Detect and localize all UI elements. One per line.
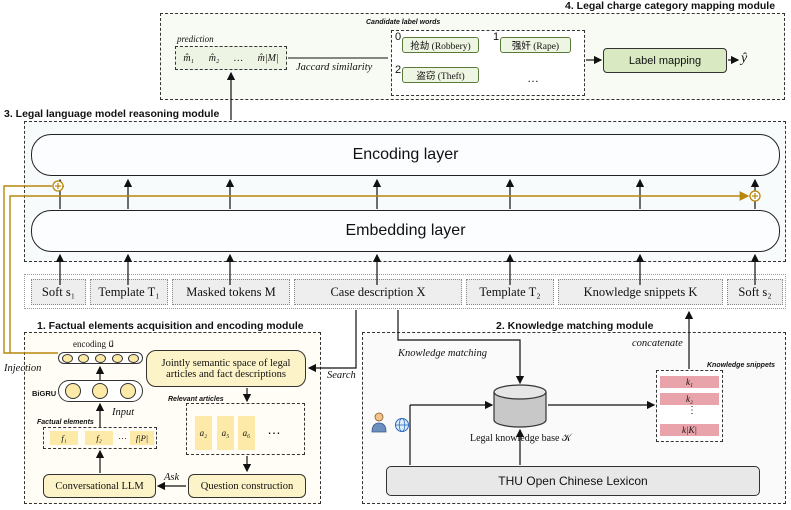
prediction-box: m̂₁ m̂₂ … m̂|M|: [175, 46, 287, 70]
article-a5: a₅: [217, 416, 234, 450]
prediction-label: prediction: [177, 34, 214, 44]
article-a6: a₆: [238, 416, 255, 450]
encoding-layer: Encoding layer: [31, 134, 780, 176]
globe-icon: [395, 418, 409, 432]
legal-knowledge-base-label: Legal knowledge base 𝒦: [470, 433, 572, 444]
injection-label: Injection: [4, 363, 42, 374]
factual-elements-box: [43, 427, 157, 449]
candidate-index: 0: [395, 31, 402, 43]
candidate-title: Candidate label words: [366, 19, 441, 26]
token-masked-tokens: Masked tokens M: [172, 279, 290, 305]
layer-arrows: [55, 178, 760, 209]
database-icon: [493, 384, 547, 428]
knowledge-snippets-title: Knowledge snippets: [707, 362, 776, 369]
encoding-u-vector: [58, 352, 143, 364]
candidate-index: 2: [395, 64, 402, 76]
candidate-index: 1: [493, 31, 500, 43]
candidate-ellipsis: …: [527, 71, 539, 85]
factual-elements-label: Factual elements: [37, 419, 94, 426]
module2-title: 2. Knowledge matching module: [496, 320, 654, 332]
snippet-ellipsis: ⋮: [687, 405, 697, 416]
embedding-layer: Embedding layer: [31, 210, 780, 252]
module3-title: 3. Legal language model reasoning module: [4, 108, 220, 120]
fact-f1: f₁: [50, 431, 78, 445]
thu-lexicon-label: THU Open Chinese Lexicon: [498, 474, 648, 488]
jaccard-label: Jaccard similarity: [296, 62, 373, 73]
token-template-t1: Template T₁: [90, 279, 168, 305]
conversational-llm: Conversational LLM: [43, 474, 156, 498]
ask-label: Ask: [164, 472, 180, 483]
question-construction-label: Question construction: [200, 480, 294, 492]
bigru-label: BiGRU: [32, 389, 57, 398]
token-template-t2: Template T₂: [466, 279, 554, 305]
candidate-theft: 盗窃 (Theft): [402, 67, 479, 83]
module1-arrows: [95, 365, 252, 491]
injection-lines: [3, 185, 750, 354]
semantic-space-label: Jointly semantic space of legal articles…: [161, 357, 291, 380]
token-soft-s1: Soft s₁: [31, 279, 86, 305]
relevant-articles-label: Relevant articles: [168, 396, 224, 403]
bigru-block: [58, 380, 143, 402]
snippet-k1: k₁: [660, 376, 719, 388]
module4-title: 4. Legal charge category mapping module: [565, 0, 776, 12]
question-construction: Question construction: [188, 474, 306, 498]
knowledge-matching-label: Knowledge matching: [398, 348, 487, 359]
articles-ellipsis: …: [267, 421, 281, 437]
expert-icon: [371, 412, 387, 433]
candidate-robbery: 抢劫 (Robbery): [402, 37, 479, 53]
input-label: Input: [112, 407, 135, 418]
token-case-description: Case description X: [294, 279, 462, 305]
output-y-hat: ŷ: [741, 51, 748, 66]
snippet-kk: k|K|: [660, 424, 719, 436]
fact-f2: f₂: [85, 431, 113, 445]
label-mapping-text: Label mapping: [628, 54, 702, 67]
conversational-llm-label: Conversational LLM: [55, 480, 144, 492]
knowledge-matching-arrow: [397, 310, 525, 385]
candidate-rape: 强奸 (Rape): [500, 37, 571, 53]
token-row-frame: [24, 274, 786, 309]
prediction-token: …: [234, 52, 243, 64]
search-label: Search: [327, 370, 356, 381]
label-mapping-box: Label mapping: [603, 48, 727, 73]
snippet-k2: k₂: [660, 393, 719, 405]
prediction-token: m̂₁: [183, 52, 195, 64]
fact-fp: f|P|: [130, 431, 154, 445]
thu-lexicon-box: THU Open Chinese Lexicon: [386, 466, 760, 496]
prediction-token: m̂|M|: [257, 52, 279, 64]
article-a2: a₂: [195, 416, 212, 450]
prediction-token: m̂₂: [208, 52, 220, 64]
embedding-layer-label: Embedding layer: [345, 222, 466, 239]
fact-ellipsis: …: [118, 431, 127, 441]
concatenate-label: concatenate: [632, 338, 683, 349]
relevant-articles-box: [186, 403, 305, 455]
encoding-layer-label: Encoding layer: [352, 146, 459, 163]
semantic-space-box: Jointly semantic space of legal articles…: [146, 350, 306, 387]
token-arrows: [55, 253, 760, 285]
encoding-u-label: encoding u⃗: [73, 339, 114, 349]
module1-title: 1. Factual elements acquisition and enco…: [37, 320, 304, 332]
search-arrow: [307, 310, 357, 373]
